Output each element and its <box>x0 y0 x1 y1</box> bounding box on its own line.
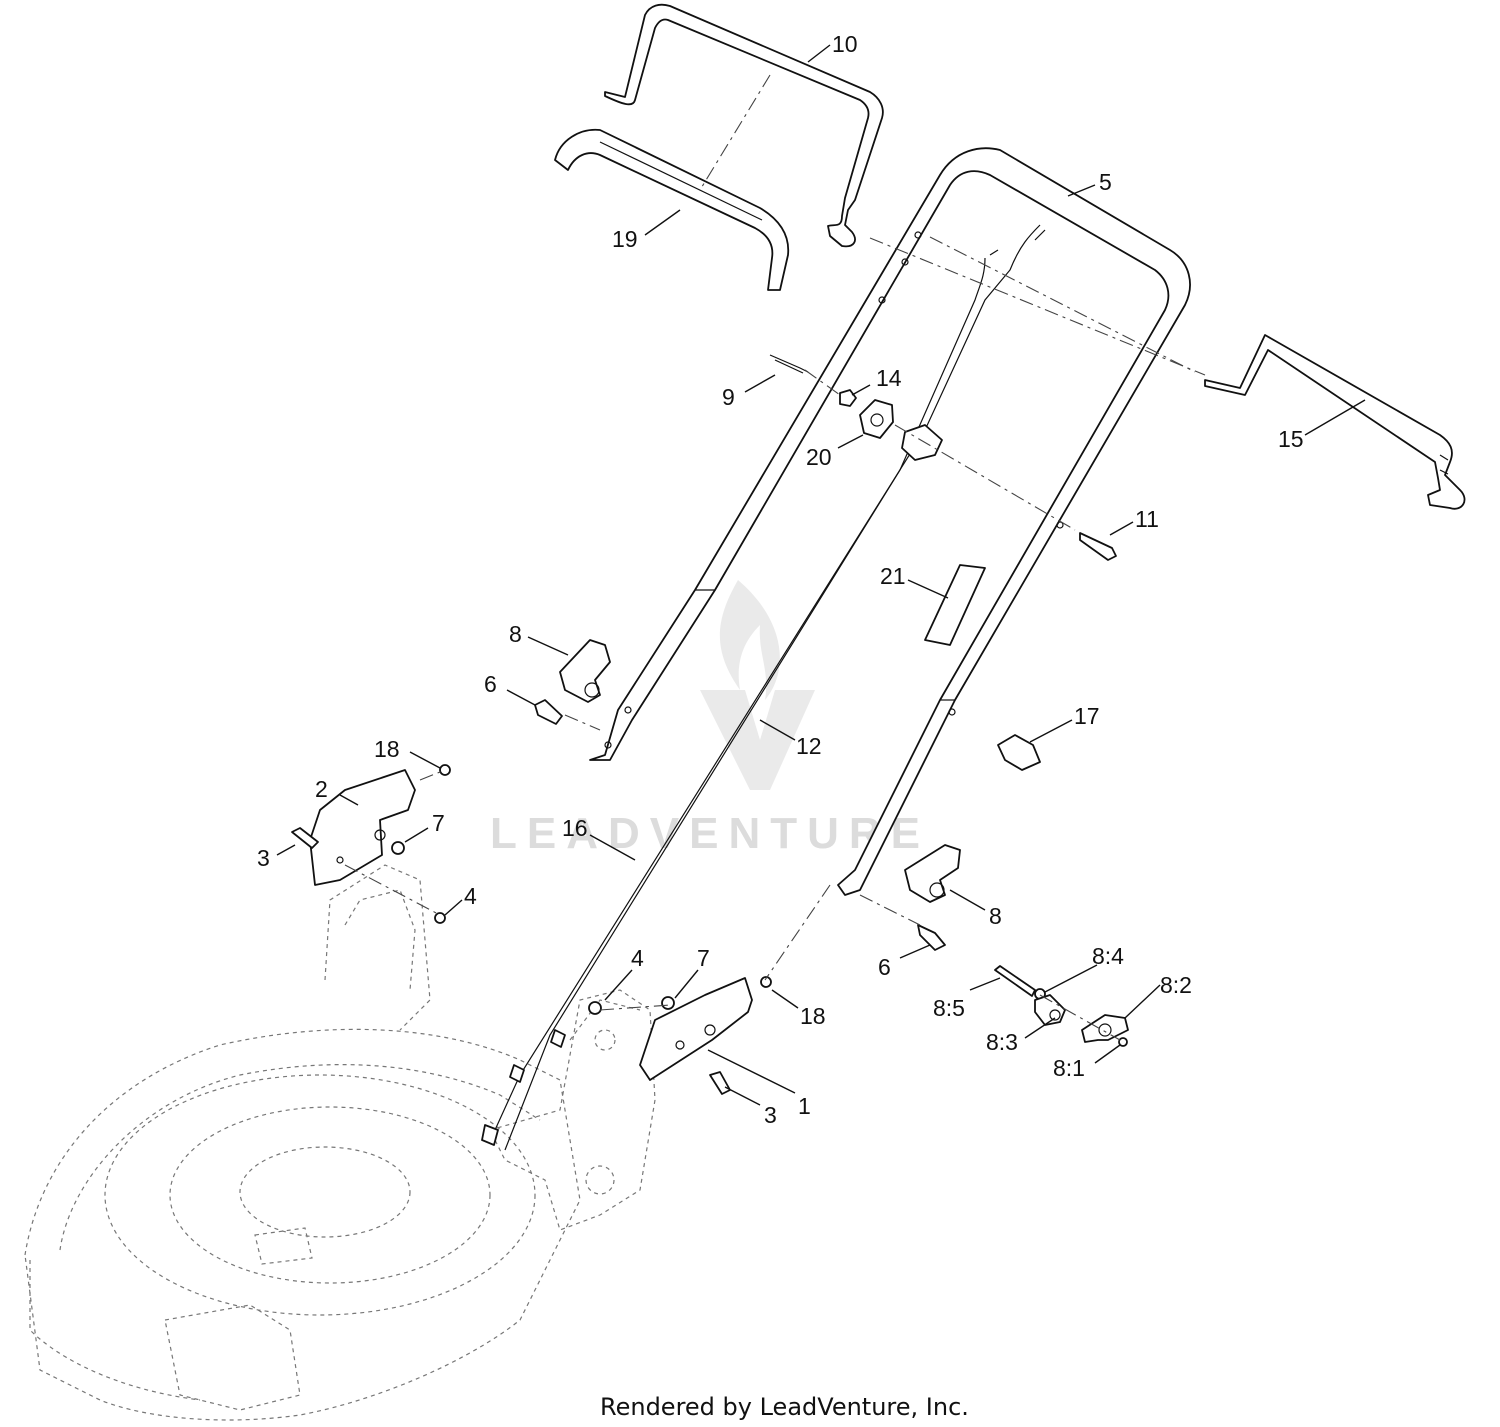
bolt-6-upper <box>534 699 563 725</box>
watermark-text: LEADVENTURE <box>490 809 930 858</box>
callout-20: 20 <box>806 444 832 470</box>
bolt-6-lower <box>917 924 946 951</box>
callout-9: 9 <box>722 384 735 410</box>
callout-16: 16 <box>562 815 588 841</box>
callout-4-upper: 4 <box>464 883 477 909</box>
callout-6-lower: 6 <box>878 954 891 980</box>
callout-3-lower: 3 <box>764 1102 777 1128</box>
callout-8-5: 8:5 <box>933 995 965 1021</box>
upper-handle <box>589 147 1191 896</box>
cable-guide-20 <box>859 399 894 439</box>
callout-1: 1 <box>798 1093 811 1119</box>
callout-11: 11 <box>1135 506 1159 532</box>
callout-8-upper: 8 <box>509 621 522 647</box>
handle-grip <box>554 128 790 291</box>
callout-21: 21 <box>880 563 906 589</box>
callout-8-1: 8:1 <box>1053 1055 1085 1081</box>
cable-holder <box>901 424 943 461</box>
callout-7-upper: 7 <box>432 810 445 836</box>
callout-17: 17 <box>1074 703 1100 729</box>
assembly-lines <box>344 74 1206 1041</box>
handle-bracket-right <box>639 977 753 1081</box>
callout-8-2: 8:2 <box>1160 972 1192 998</box>
nut-14 <box>839 389 857 407</box>
callout-18-upper: 18 <box>374 736 400 762</box>
callout-3-upper: 3 <box>257 845 270 871</box>
knob-17 <box>997 734 1041 771</box>
callout-8-lower: 8 <box>989 903 1002 929</box>
callout-14: 14 <box>876 365 902 391</box>
drive-bail <box>1204 334 1466 510</box>
callout-2: 2 <box>315 776 328 802</box>
hairpin-9 <box>769 354 809 374</box>
decal-21 <box>924 564 986 646</box>
callout-19: 19 <box>612 226 638 252</box>
handle-lever-upper <box>559 639 611 703</box>
watermark-logo <box>700 580 815 790</box>
callout-6-upper: 6 <box>484 671 497 697</box>
callout-8-3: 8:3 <box>986 1029 1018 1055</box>
bail-bar <box>604 3 884 248</box>
handle-bracket-left <box>309 769 416 886</box>
callout-12: 12 <box>796 733 822 759</box>
handle-lever-lower <box>904 844 961 903</box>
callout-8-4: 8:4 <box>1092 943 1124 969</box>
callout-10: 10 <box>832 31 858 57</box>
leader-lines <box>276 44 1366 1106</box>
callout-15: 15 <box>1278 426 1304 452</box>
lever-subassembly <box>994 965 1129 1047</box>
callout-7-lower: 7 <box>697 945 710 971</box>
mower-deck <box>24 864 656 1421</box>
callout-18-lower: 18 <box>800 1003 826 1029</box>
bolt-11 <box>1079 532 1117 561</box>
footer-credit: Rendered by LeadVenture, Inc. <box>600 1393 969 1421</box>
callout-4-lower: 4 <box>631 945 644 971</box>
callout-5: 5 <box>1099 169 1112 195</box>
